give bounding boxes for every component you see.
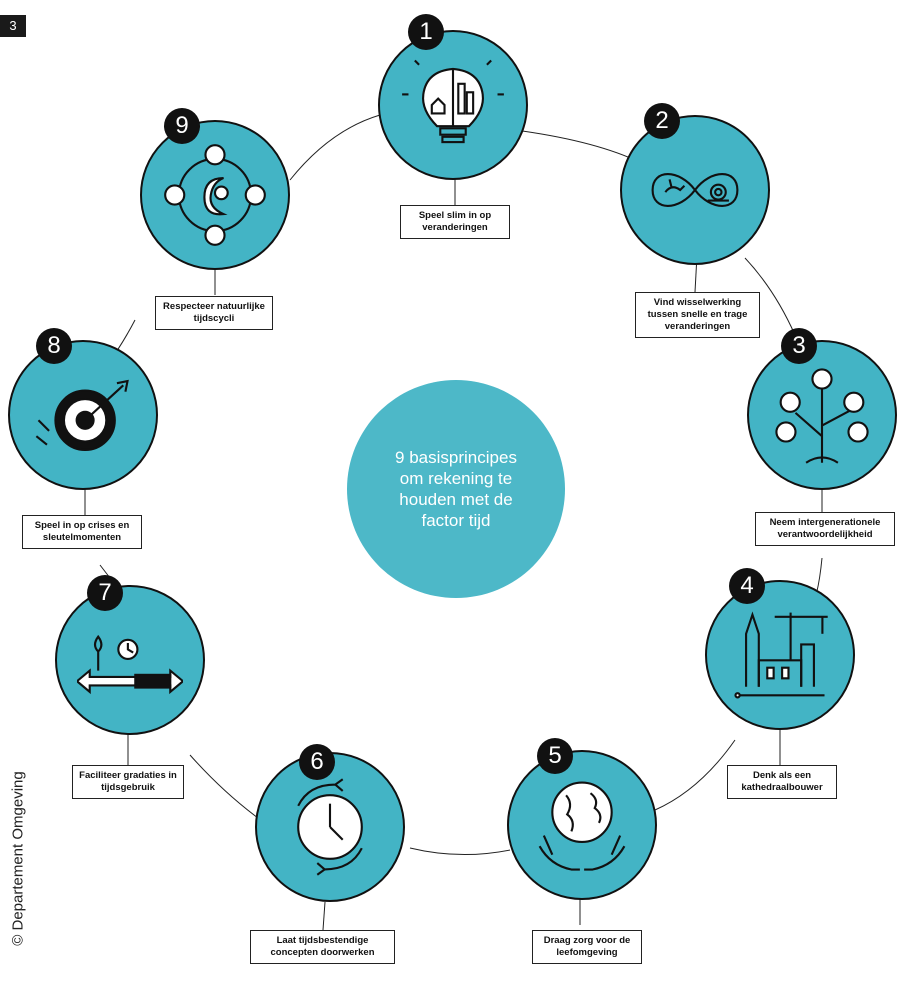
principle-3-label: Neem intergenerationele verantwoordelijk… xyxy=(755,512,895,546)
principle-8-number: 8 xyxy=(36,328,72,364)
principle-9-label: Respecteer natuurlijke tijdscycli xyxy=(155,296,273,330)
principle-3-number: 3 xyxy=(781,328,817,364)
connector-5-6 xyxy=(409,847,511,856)
timeline-arrow-icon xyxy=(77,634,183,695)
principle-3-circle: 3 xyxy=(747,328,897,490)
globe-hands-icon xyxy=(538,781,626,871)
connector-4-5 xyxy=(654,739,736,811)
principle-5-number: 5 xyxy=(537,738,573,774)
cathedral-crane-icon xyxy=(734,611,828,699)
center-circle: 9 basisprincipes om rekening te houden m… xyxy=(347,380,565,598)
principle-4-circle: 4 xyxy=(705,568,855,730)
principle-2-circle: 2 xyxy=(620,103,770,265)
family-tree-icon xyxy=(775,368,869,464)
target-arrow-icon xyxy=(35,379,129,452)
principle-4-number: 4 xyxy=(729,568,765,604)
stem-6 xyxy=(322,901,326,931)
principle-7-circle: 7 xyxy=(55,575,205,735)
principle-7-number: 7 xyxy=(87,575,123,611)
principle-9-number: 9 xyxy=(164,108,200,144)
connector-2-3 xyxy=(744,257,796,336)
principle-9-circle: 9 xyxy=(140,108,290,270)
principle-2-label: Vind wisselwerking tussen snelle en trag… xyxy=(635,292,760,338)
principle-6-number: 6 xyxy=(299,744,335,780)
rabbit-snail-infinity-icon xyxy=(651,173,739,207)
principle-8-label: Speel in op crises en sleutelmomenten xyxy=(22,515,142,549)
principle-1-circle: 1 xyxy=(378,14,528,180)
principle-4-label: Denk als een kathedraalbouwer xyxy=(727,765,837,799)
principle-5-label: Draag zorg voor de leefomgeving xyxy=(532,930,642,964)
connector-1-2 xyxy=(514,129,636,161)
principle-7-label: Faciliteer gradaties in tijdsgebruik xyxy=(72,765,184,799)
principle-8-circle: 8 xyxy=(8,328,158,490)
principle-1-label: Speel slim in op veranderingen xyxy=(400,205,510,239)
copyright-notice: © Departement Omgeving xyxy=(9,771,27,946)
center-title: 9 basisprincipes om rekening te houden m… xyxy=(395,448,517,530)
natural-cycles-icon xyxy=(164,144,266,246)
lightbulb-city-icon xyxy=(402,59,504,144)
principle-2-number: 2 xyxy=(644,103,680,139)
page-number: 3 xyxy=(0,15,26,37)
principle-5-circle: 5 xyxy=(507,738,657,900)
principle-6-circle: 6 xyxy=(255,744,405,902)
clock-arrows-icon xyxy=(297,778,363,876)
principle-6-label: Laat tijdsbestendige concepten doorwerke… xyxy=(250,930,395,964)
connector-9-1 xyxy=(289,114,381,181)
principle-1-number: 1 xyxy=(408,14,444,50)
